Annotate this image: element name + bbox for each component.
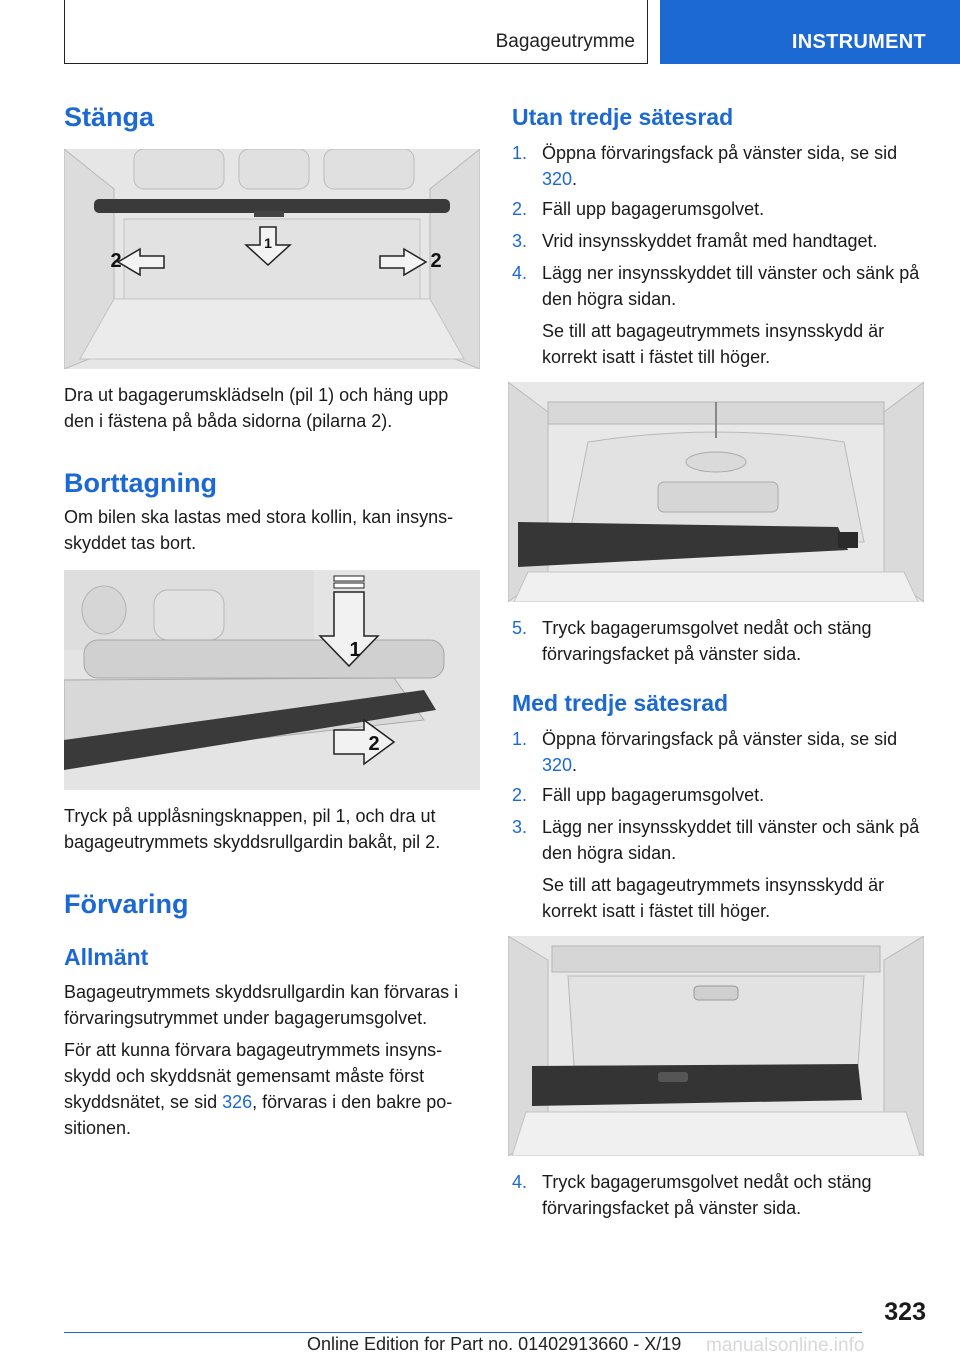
step-number: 2.	[512, 199, 528, 219]
edition-text: Online Edition for Part no. 01402913660 …	[307, 1334, 682, 1354]
borttagning-caption: Tryck på upplåsningsknappen, pil 1, och …	[64, 806, 441, 852]
header-chapter-tab[interactable]: INSTRUMENT	[660, 0, 960, 64]
allmant-text-2-before: För att kunna förvara bagageutrymmets in…	[64, 1040, 443, 1112]
med-note: Se till att bagageutrymmets insynsskydd …	[542, 875, 885, 921]
utan-step-1: 1. Öppna förvaringsfack på vänster sida,…	[512, 140, 924, 192]
step-text: Tryck bagagerumsgolvet nedåt och stäng f…	[542, 1172, 872, 1218]
header-section-box: Bagageutrymme	[64, 0, 648, 64]
step-number: 1.	[512, 729, 528, 749]
allmant-text-2: För att kunna förvara bagageutrymmets in…	[64, 1037, 480, 1141]
page-number: 323	[884, 1298, 926, 1326]
figure-remove-cover: 1 2	[64, 570, 480, 790]
page-link-320[interactable]: 320	[542, 755, 573, 775]
stanga-caption: Dra ut bagagerumsklädseln (pil 1) och hä…	[64, 385, 449, 431]
fig2-label-arrow-1: 1	[349, 639, 360, 661]
step-text: Lägg ner insynsskyddet till vänster och …	[542, 817, 920, 863]
footer-divider	[64, 1332, 862, 1333]
step-number: 4.	[512, 1172, 528, 1192]
header-section-title: Bagageutrymme	[495, 31, 635, 52]
step-text: Öppna förvaringsfack på vänster sida, se…	[542, 726, 924, 778]
utan-note: Se till att bagageutrymmets insynsskydd …	[542, 321, 885, 367]
step-text-before: Öppna förvaringsfack på vänster sida, se…	[542, 143, 898, 163]
fig1-label-arrow-1: 1	[264, 235, 272, 251]
figure-store-cover-no-third-row	[508, 382, 924, 602]
step-number: 5.	[512, 618, 528, 638]
fig1-label-arrow-2-left: 2	[110, 250, 121, 272]
header-chapter-title: INSTRUMENT	[791, 31, 926, 53]
allmant-text-2-after: , förvaras i den bakre po-sitionen.	[64, 1092, 453, 1138]
borttagning-text: Om bilen ska lastas med stora kollin, ka…	[64, 507, 454, 553]
step-text: Fäll upp bagagerumsgolvet.	[542, 785, 765, 805]
step-text: Tryck bagagerumsgolvet nedåt och stäng f…	[542, 618, 872, 664]
step-number: 1.	[512, 143, 528, 163]
med-step-1: 1. Öppna förvaringsfack på vänster sida,…	[512, 726, 924, 778]
step-text-before: Öppna förvaringsfack på vänster sida, se…	[542, 729, 898, 749]
heading-allmant: Allmänt	[64, 944, 149, 970]
page-link-326[interactable]: 326	[222, 1092, 253, 1112]
page-link-320[interactable]: 320	[542, 169, 573, 189]
step-number: 3.	[512, 817, 528, 837]
step-number: 2.	[512, 785, 528, 805]
heading-borttagning: Borttagning	[64, 468, 217, 498]
allmant-text-1: Bagageutrymmets skyddsrullgardin kan för…	[64, 982, 459, 1028]
step-text: Lägg ner insynsskyddet till vänster och …	[542, 263, 920, 309]
step-text-after: .	[572, 169, 578, 189]
figure-store-cover-third-row	[508, 936, 924, 1156]
heading-med-tredje-satesrad: Med tredje sätesrad	[512, 690, 729, 716]
fig1-label-arrow-2-right: 2	[430, 250, 441, 272]
fig2-label-arrow-2: 2	[368, 733, 379, 755]
step-text: Öppna förvaringsfack på vänster sida, se…	[542, 140, 924, 192]
watermark-text: manualsonline.info	[706, 1335, 865, 1356]
step-text: Vrid insynsskyddet framåt med handtaget.	[542, 231, 878, 251]
heading-utan-tredje-satesrad: Utan tredje sätesrad	[512, 104, 734, 130]
heading-stanga: Stänga	[64, 102, 155, 132]
step-text: Fäll upp bagagerumsgolvet.	[542, 199, 765, 219]
figure-close-cover: 1 2 2	[64, 149, 480, 369]
step-number: 4.	[512, 263, 528, 283]
step-number: 3.	[512, 231, 528, 251]
heading-forvaring: Förvaring	[64, 889, 189, 919]
step-text-after: .	[572, 755, 578, 775]
